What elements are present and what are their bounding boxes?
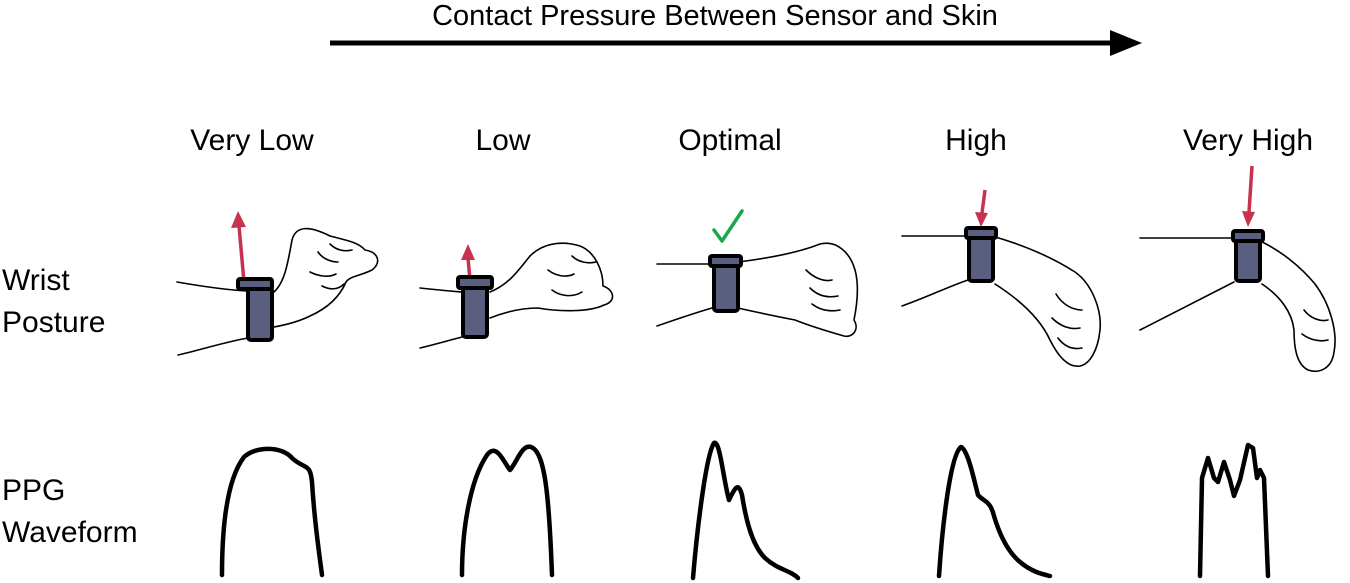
column-label-high: High: [945, 124, 1007, 157]
sensor-icon-low: [456, 275, 494, 339]
downward-force-arrow-very-high: [1242, 165, 1255, 227]
pressure-axis-arrow: [330, 30, 1142, 56]
sensor-icon-optimal: [708, 254, 743, 313]
wrist-illustration-very-high: [1139, 237, 1336, 372]
check-icon: [712, 209, 744, 243]
upward-force-arrow-low: [461, 244, 475, 281]
row-label-line-1: PPG: [2, 474, 66, 507]
row-label-wrist-posture: Wrist Posture: [2, 260, 105, 344]
row-label-ppg-waveform: PPG Waveform: [2, 470, 138, 554]
row-label-line-1: Wrist: [2, 264, 70, 297]
ppg-waveform-high: [936, 444, 1053, 579]
ppg-waveform-optimal: [690, 440, 801, 581]
ppg-waveform-very-high: [1197, 442, 1271, 579]
column-label-optimal: Optimal: [678, 124, 782, 157]
row-label-line-2: Waveform: [2, 516, 138, 549]
wrist-illustration-very-low: [176, 227, 379, 356]
wrist-illustration-optimal: [656, 242, 859, 338]
sensor-icon-high: [964, 226, 998, 283]
column-label-very-high: Very High: [1182, 124, 1314, 157]
column-label-very-low: Very Low: [190, 124, 314, 157]
column-label-low: Low: [475, 124, 531, 157]
ppg-waveform-low: [459, 444, 555, 578]
row-label-line-2: Posture: [2, 306, 106, 339]
sensor-icon-very-low: [236, 277, 274, 342]
ppg-waveform-very-low: [219, 446, 325, 578]
downward-force-arrow-high: [975, 189, 988, 227]
pressure-axis-title: Contact Pressure Between Sensor and Skin: [432, 0, 998, 32]
sensor-icon-very-high: [1231, 229, 1265, 283]
wrist-illustration-low: [419, 242, 614, 349]
wrist-illustration-high: [901, 235, 1102, 367]
upward-force-arrow-very-low: [231, 211, 246, 283]
